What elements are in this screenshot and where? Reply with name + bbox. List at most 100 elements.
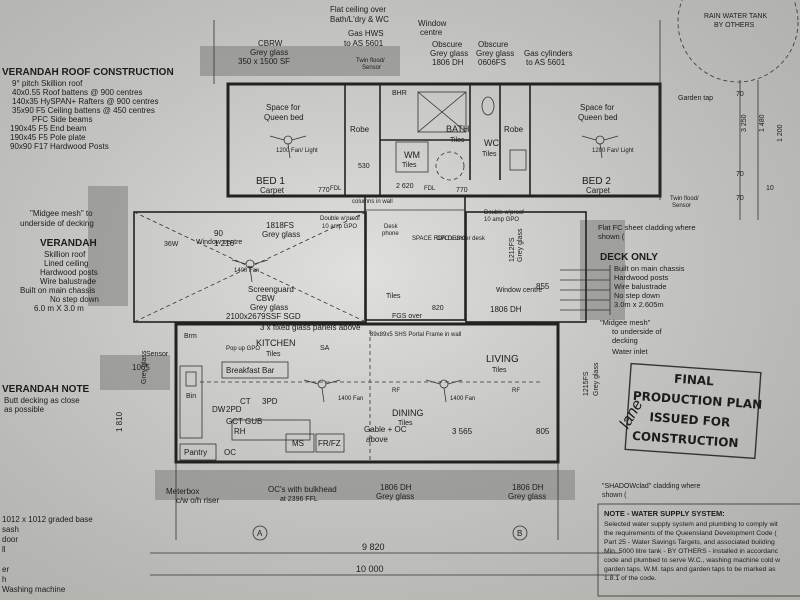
sgd-glass: Grey glass bbox=[250, 303, 288, 312]
dh-left: 1806 DH bbox=[380, 483, 412, 492]
note-gas-cylinders: Gas cylinders bbox=[524, 49, 572, 58]
w1818-label: 1818FS bbox=[266, 221, 294, 230]
room-bed2-floor: Carpet bbox=[586, 186, 611, 195]
fan-bed1 bbox=[269, 135, 307, 159]
svg-text:No step down: No step down bbox=[50, 295, 99, 304]
svg-text:40x0.55 Roof battens @ 900 cen: 40x0.55 Roof battens @ 900 centres bbox=[12, 88, 142, 97]
svg-text:sash: sash bbox=[2, 525, 19, 534]
svg-text:Part 25 - Water Savings Target: Part 25 - Water Savings Targets, and ass… bbox=[604, 539, 775, 546]
svg-text:PFC Side beams: PFC Side beams bbox=[32, 115, 92, 124]
gg-right: Grey glass bbox=[508, 492, 546, 501]
dbl-gpo-1: Double w'proof bbox=[320, 216, 360, 222]
flat-fc-note: Flat FC sheet cladding where bbox=[598, 223, 696, 232]
dim-10000: 10 000 bbox=[356, 564, 384, 574]
rain-water-tank bbox=[677, 0, 799, 83]
note-gas-hws: Gas HWS bbox=[348, 29, 384, 38]
svg-text:door: door bbox=[2, 535, 18, 544]
gpos-under-desk: GPO's under desk bbox=[436, 236, 486, 242]
bin-label: Bin bbox=[186, 393, 196, 400]
fan-dining-label: 1400 Fan bbox=[338, 396, 363, 402]
room-bath-tiles: Tiles bbox=[450, 137, 465, 144]
water-note-title: NOTE - WATER SUPPLY SYSTEM: bbox=[604, 509, 725, 518]
svg-text:h: h bbox=[2, 575, 6, 584]
stamp-line-1: FINAL bbox=[674, 372, 715, 389]
svg-text:Built on main chassis: Built on main chassis bbox=[20, 286, 95, 295]
dbl-gpo-2: 10 amp GPO bbox=[322, 224, 357, 230]
fr-fz-box bbox=[315, 433, 345, 453]
section-marker-b bbox=[512, 525, 528, 541]
production-stamp bbox=[624, 362, 762, 460]
verandah-title: VERANDAH bbox=[40, 238, 97, 249]
rain-tank-by-others: BY OTHERS bbox=[714, 22, 755, 29]
dim-90: 90 bbox=[214, 229, 223, 238]
pd3-label: 3PD bbox=[262, 397, 278, 406]
midgee-note-1: "Midgee mesh" to bbox=[30, 209, 93, 218]
rf-label-2: RF bbox=[512, 388, 520, 394]
phone-label: phone bbox=[382, 231, 399, 237]
garden-tap-note: Garden tap bbox=[678, 95, 713, 102]
w1212-label: 1212FS bbox=[509, 237, 516, 262]
room-wc-tiles: Tiles bbox=[482, 151, 497, 158]
gct-gub-label: GCT GUB bbox=[226, 417, 262, 426]
room-kitchen: KITCHEN bbox=[256, 338, 296, 348]
fgs-over: FGS over bbox=[392, 313, 423, 320]
ffl-label: at 2396 FFL bbox=[280, 496, 318, 503]
flat-fc-shown: shown ( bbox=[598, 232, 625, 241]
desk-label: Desk bbox=[384, 224, 399, 230]
svg-text:the requirements of the Queens: the requirements of the Queensland Devel… bbox=[604, 530, 777, 537]
svg-text:Skillion roof: Skillion roof bbox=[44, 250, 86, 259]
svg-text:Built on main chassis: Built on main chassis bbox=[614, 264, 685, 273]
svg-text:70: 70 bbox=[736, 171, 744, 178]
oh-riser-label: c/w o/h riser bbox=[176, 496, 219, 505]
note-twin-flood: Twin flood/ bbox=[356, 58, 385, 64]
note-to-as-2: to AS 5601 bbox=[526, 58, 566, 67]
verandah-roof-title: VERANDAH ROOF CONSTRUCTION bbox=[2, 67, 174, 78]
room-bed1-floor: Carpet bbox=[260, 186, 285, 195]
water-note-body: Selected water supply system and plumbin… bbox=[604, 521, 780, 582]
room-bed2: BED 2 bbox=[582, 176, 611, 187]
gable-oc-label: Gable + OC bbox=[364, 425, 407, 434]
verandah-spec: Skillion roof Lined ceiling Hardwood pos… bbox=[20, 250, 99, 313]
section-b-label: B bbox=[517, 529, 522, 538]
ms-box bbox=[285, 433, 315, 453]
svg-text:Butt decking as close: Butt decking as close bbox=[4, 396, 80, 405]
right-twin-flood: Twin flood/ bbox=[670, 196, 699, 202]
svg-text:1.8.1 of the code.: 1.8.1 of the code. bbox=[604, 575, 657, 582]
svg-text:Min. 5000 litre tank - BY OTHE: Min. 5000 litre tank - BY OTHERS - insta… bbox=[604, 548, 779, 555]
note-bath-ldry-wc: Bath/L'dry & WC bbox=[330, 15, 389, 24]
portal-frame: 89x89x5 SHS Portal Frame in wall bbox=[370, 332, 461, 338]
fan-light-bed2: 1200 Fan/ Light bbox=[592, 148, 634, 154]
breakfast-bar bbox=[221, 361, 289, 379]
stamp-line-3: ISSUED FOR bbox=[649, 410, 731, 430]
svg-text:190x45 F5 Pole plate: 190x45 F5 Pole plate bbox=[10, 133, 86, 142]
fdl-2: FDL bbox=[424, 186, 436, 192]
svg-text:9° pitch Skillion roof: 9° pitch Skillion roof bbox=[12, 79, 83, 88]
deck-stairs bbox=[560, 265, 611, 315]
svg-text:10: 10 bbox=[766, 185, 774, 192]
sensor-glass-left: Grey glass bbox=[141, 350, 148, 384]
stamp-text: FINAL PRODUCTION PLAN ISSUED FOR CONSTRU… bbox=[632, 372, 763, 451]
hall-tiles: Tiles bbox=[386, 293, 401, 300]
note-0606fs: 0606FS bbox=[478, 58, 506, 67]
midgee-note-2: underside of decking bbox=[20, 219, 94, 228]
section-a-label: A bbox=[257, 529, 263, 538]
svg-text:code and plumbed to serve W.C.: code and plumbed to serve W.C., washing … bbox=[604, 557, 780, 564]
w1215-label: 1215FS bbox=[583, 371, 590, 396]
note-window: Window bbox=[418, 19, 447, 28]
deck-walls bbox=[465, 211, 587, 323]
svg-text:70: 70 bbox=[736, 195, 744, 202]
wc-pan bbox=[481, 96, 495, 116]
right-sensor: Sensor bbox=[672, 203, 691, 209]
room-kitchen-tiles: Tiles bbox=[266, 351, 281, 358]
dim-36w: 36W bbox=[164, 241, 179, 248]
window-centre-verandah: Window centre bbox=[196, 239, 242, 246]
dim-2620: 2 620 bbox=[396, 183, 414, 190]
note-obscure-2: Obscure bbox=[478, 40, 509, 49]
fan-dining bbox=[303, 379, 341, 403]
space-for-desk: SPACE FOR DESK bbox=[412, 236, 464, 242]
window-centre-deck: Window centre bbox=[496, 287, 542, 294]
brm-label: Brm bbox=[184, 333, 197, 340]
bed1-space-1: Space for bbox=[266, 103, 301, 112]
dim-820: 820 bbox=[432, 305, 444, 312]
